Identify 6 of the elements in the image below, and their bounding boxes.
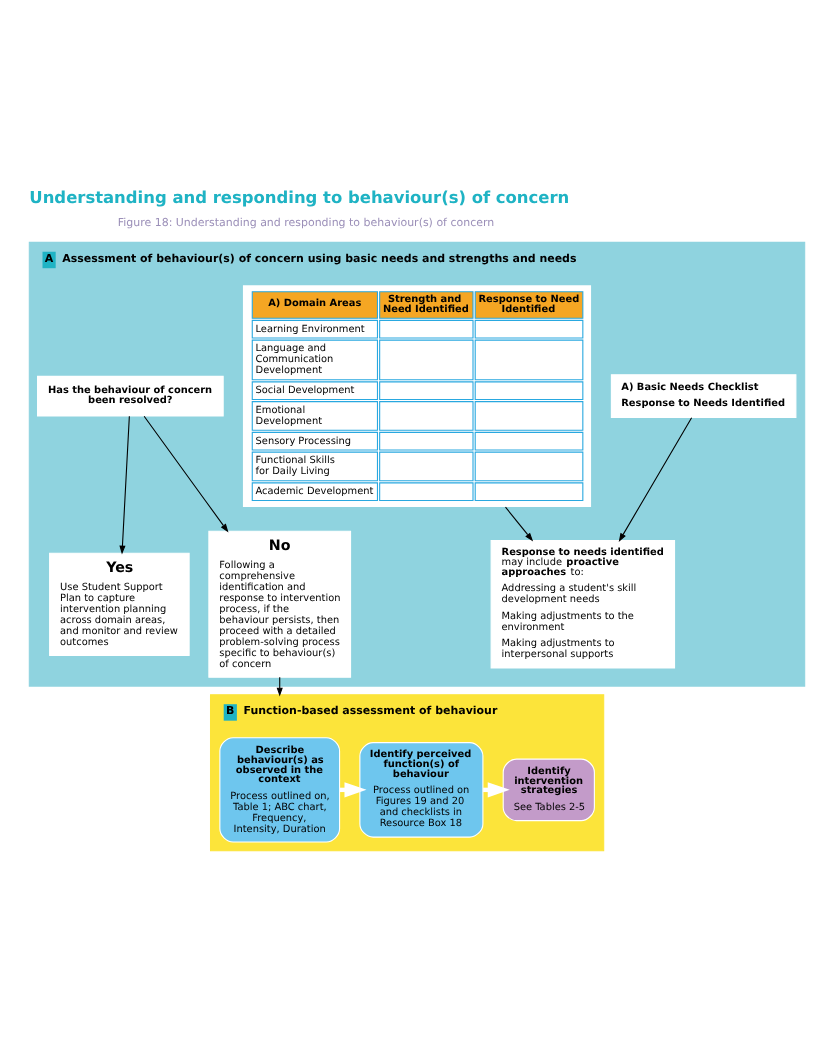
arrow <box>276 676 283 697</box>
arrow <box>143 415 229 533</box>
arrow <box>504 506 534 542</box>
arrow <box>119 415 130 555</box>
arrow <box>618 417 693 542</box>
diagram-title: Understanding and responding to behaviour(s) of concern <box>29 186 570 207</box>
